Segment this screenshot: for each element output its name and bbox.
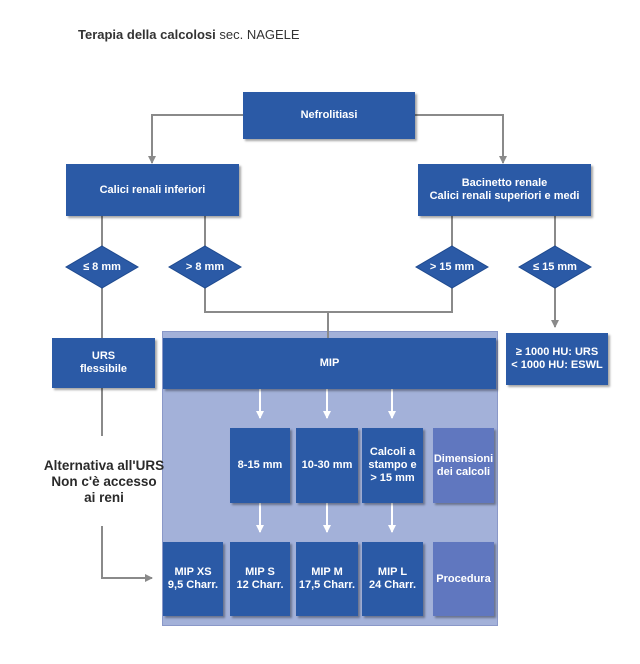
- node-mip-l-line2: 24 Charr.: [368, 579, 417, 591]
- node-size1-label: 8-15 mm: [237, 459, 283, 471]
- node-urs-line1: URS: [91, 350, 116, 362]
- node-mip-s: MIP S 12 Charr.: [230, 542, 290, 616]
- node-bacinetto: Bacinetto renale Calici renali superiori…: [418, 164, 591, 216]
- node-bacinetto-line1: Bacinetto renale: [461, 177, 548, 189]
- page-title: Terapia della calcolosi sec. NAGELE: [78, 27, 300, 42]
- node-mip-m-line2: 17,5 Charr.: [298, 579, 356, 591]
- connector-root-right: [415, 114, 507, 164]
- node-hu-line2: < 1000 HU: ESWL: [511, 359, 603, 371]
- connector-root-left: [148, 114, 243, 164]
- node-calici-inferiori: Calici renali inferiori: [66, 164, 239, 216]
- diamond-le8-label: ≤ 8 mm: [83, 261, 121, 273]
- node-size-stampo: Calcoli a stampo e > 15 mm: [362, 428, 423, 503]
- node-hu-line1: ≥ 1000 HU: URS: [515, 346, 599, 358]
- label-dimensioni-line2: dei calcoli: [436, 465, 491, 478]
- diamond-le15: [518, 245, 592, 289]
- node-size-10-30: 10-30 mm: [296, 428, 358, 503]
- title-rest: sec. NAGELE: [219, 27, 300, 42]
- label-dimensioni: Dimensioni dei calcoli: [433, 428, 494, 503]
- diamond-gt15-label: > 15 mm: [429, 261, 475, 273]
- node-mip-l-line1: MIP L: [377, 566, 408, 578]
- node-urs-flessibile: URS flessibile: [52, 338, 155, 388]
- node-size2-label: 10-30 mm: [301, 459, 353, 471]
- node-mip: MIP: [163, 338, 496, 389]
- node-size3-line1: Calcoli a: [369, 446, 416, 458]
- node-urs-line2: flessibile: [79, 363, 128, 375]
- side-note-line3: ai reni: [84, 490, 124, 505]
- node-mip-label: MIP: [319, 357, 340, 369]
- node-calici-inferiori-label: Calici renali inferiori: [99, 183, 206, 196]
- label-procedura: Procedura: [433, 542, 494, 616]
- node-mip-s-line2: 12 Charr.: [236, 579, 284, 591]
- node-mip-xs: MIP XS 9,5 Charr.: [163, 542, 223, 616]
- node-nefrolitiasi-label: Nefrolitiasi: [300, 109, 358, 121]
- connector-alt-procedure: [101, 526, 153, 582]
- diamond-gt8: [168, 245, 242, 289]
- diamond-gt15: [415, 245, 489, 289]
- node-nefrolitiasi: Nefrolitiasi: [243, 92, 415, 139]
- node-bacinetto-line2: Calici renali superiori e medi: [429, 190, 580, 202]
- side-note-line1: Alternativa all'URS: [43, 458, 165, 473]
- node-mip-xs-line2: 9,5 Charr.: [167, 579, 219, 591]
- diamond-gt8-label: > 8 mm: [185, 261, 225, 273]
- node-size-8-15: 8-15 mm: [230, 428, 290, 503]
- node-size3-line2: stampo e: [368, 459, 417, 471]
- side-note-line2: Non c'è accesso: [51, 474, 157, 489]
- node-mip-m-line1: MIP M: [311, 566, 343, 578]
- label-dimensioni-line1: Dimensioni: [433, 452, 494, 465]
- node-size3-line3: > 15 mm: [370, 472, 415, 484]
- node-mip-l: MIP L 24 Charr.: [362, 542, 423, 616]
- label-procedura-text: Procedura: [436, 572, 491, 585]
- node-mip-xs-line1: MIP XS: [174, 566, 212, 578]
- title-bold: Terapia della calcolosi: [78, 27, 216, 42]
- connector-gt8-join: [204, 288, 453, 313]
- side-note-alternativa: Alternativa all'URS Non c'è accesso ai r…: [34, 458, 174, 506]
- node-mip-s-line1: MIP S: [245, 566, 275, 578]
- diamond-le8: [65, 245, 139, 289]
- node-mip-m: MIP M 17,5 Charr.: [296, 542, 358, 616]
- diamond-le15-label: ≤ 15 mm: [533, 261, 577, 273]
- node-hu: ≥ 1000 HU: URS < 1000 HU: ESWL: [506, 333, 608, 385]
